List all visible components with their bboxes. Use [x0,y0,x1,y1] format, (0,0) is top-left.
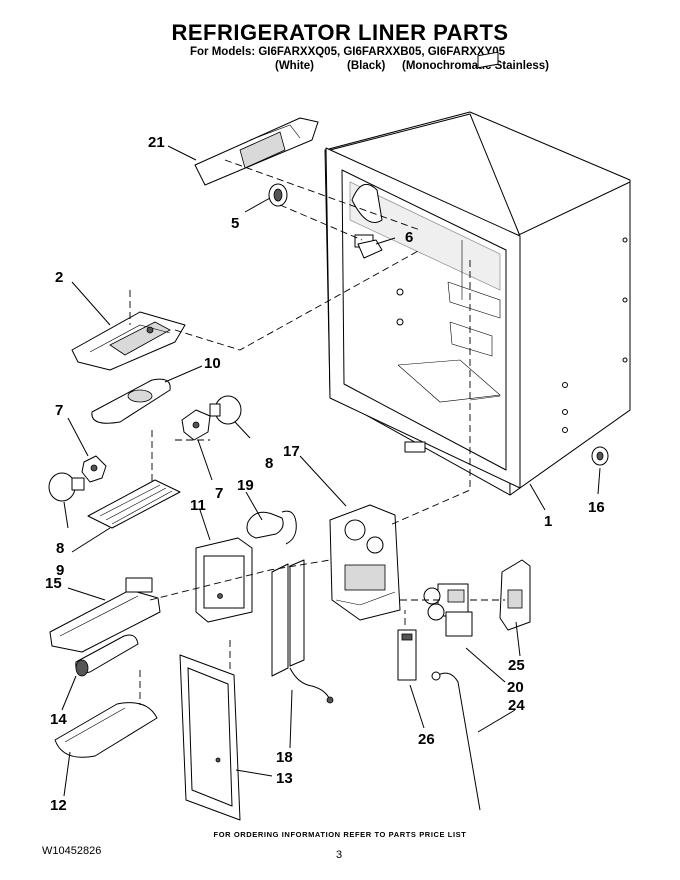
part-1-liner [324,51,631,496]
callout-11: 11 [190,497,206,514]
callout-18: 18 [276,749,293,766]
variant-black: (Black) [347,60,386,72]
part-17-housing [329,504,401,621]
part-25-bracket [499,559,531,631]
callout-8-left: 8 [56,540,64,557]
part-14-filter [75,634,139,677]
callout-10: 10 [204,355,221,372]
part-5 [268,183,288,207]
callout-17: 17 [283,443,300,460]
callout-5: 5 [231,215,239,232]
leader-lines [61,145,601,797]
callout-21: 21 [148,134,165,151]
part-10 [91,378,171,424]
document-number: W10452826 [42,845,102,857]
part-7-socket-right [181,409,211,441]
callout-6: 6 [405,229,413,246]
part-8-bulb-left [48,472,85,502]
part-9-lens [87,479,181,529]
callout-labels: 21 5 6 2 10 7 8 7 8 9 17 19 11 15 1 16 2… [45,134,605,814]
part-16 [591,446,609,466]
callout-2: 2 [55,269,63,286]
part-2 [71,311,186,371]
callout-8-right: 8 [265,455,273,472]
variant-white: (White) [275,60,314,72]
callout-24: 24 [508,697,525,714]
callout-19: 19 [237,477,254,494]
ordering-note: FOR ORDERING INFORMATION REFER TO PARTS … [213,830,467,839]
part-21 [194,117,319,186]
assembly-lines [129,159,505,705]
callout-7-right: 7 [215,485,223,502]
callout-25: 25 [508,657,525,674]
variant-stainless: (Monochromatic Stainless) [402,60,549,72]
callout-1: 1 [544,513,552,530]
part-8-bulb-right [209,395,242,425]
callout-16: 16 [588,499,605,516]
models-line: For Models: GI6FARXXQ05, GI6FARXXB05, GI… [190,46,506,58]
part-24-tube [431,671,481,811]
page-number: 3 [336,849,343,861]
part-15 [49,577,161,653]
callout-26: 26 [418,731,435,748]
callout-20: 20 [507,679,524,696]
callout-15: 15 [45,575,62,592]
callout-12: 12 [50,797,67,814]
callout-13: 13 [276,770,293,787]
callout-9: 9 [56,562,64,579]
part-7-socket-left [81,455,107,483]
callout-14: 14 [50,711,67,728]
part-19 [246,510,297,545]
part-11 [195,537,253,623]
part-6 [357,239,383,259]
part-26 [397,629,417,681]
callout-7-left: 7 [55,402,63,419]
part-12 [54,702,158,758]
part-13-panel [179,654,241,821]
part-18-heater [271,559,334,704]
page-title: REFRIGERATOR LINER PARTS [171,20,509,45]
part-20-valve [423,583,473,637]
